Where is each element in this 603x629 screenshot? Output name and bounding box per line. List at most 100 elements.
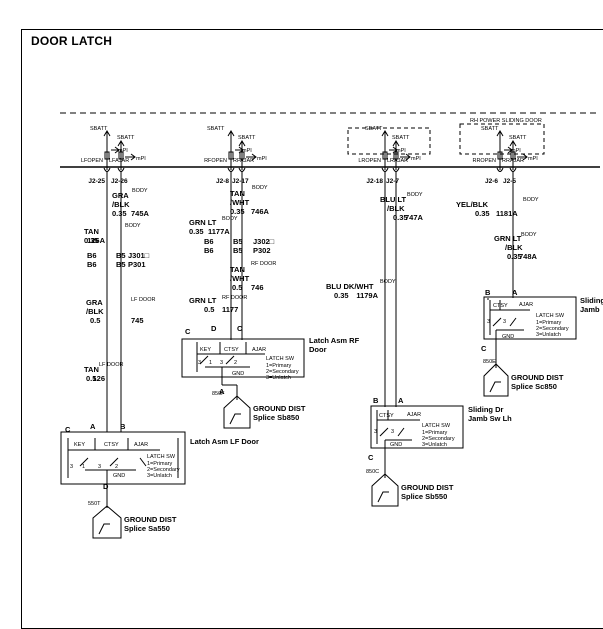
terminal-pin-icon	[238, 167, 246, 172]
circuit-label: 746	[251, 283, 264, 292]
mpi-label: mPI	[511, 148, 521, 154]
rr-supply-box	[459, 123, 545, 155]
wire-color-label: /BLK	[86, 307, 104, 316]
switch-position-label: 1=Primary	[147, 461, 172, 467]
circuit-label: 748A	[519, 252, 538, 261]
feed-label: LFOPEN	[81, 158, 103, 164]
wire-color-label: GRN LT	[189, 218, 217, 227]
ground-label: GROUND DIST	[401, 483, 454, 492]
signal-arrow-icon	[246, 153, 257, 161]
signal-arrow-icon	[235, 146, 244, 154]
door-label: RF DOOR	[251, 261, 276, 267]
wire-color-label: GRN LT	[189, 296, 217, 305]
feed-label: LFAJAR	[109, 158, 129, 164]
terminal-label: J2-26	[111, 178, 128, 185]
wire-gauge-label: 0.5	[232, 283, 242, 292]
pin-label: B5	[116, 260, 126, 269]
switch-position-label: 1=Primary	[536, 320, 561, 326]
mpi-label: mPI	[118, 148, 128, 154]
pin-label: C	[368, 453, 374, 462]
terminal-pin-icon	[509, 167, 517, 172]
circuit-label: 1177A	[208, 227, 230, 236]
latch-lf-box	[60, 431, 186, 508]
sbatt-label: SBATT	[509, 135, 527, 141]
wire-color-label: /BLK	[505, 243, 523, 252]
switch-position-label: 1=Primary	[266, 363, 291, 369]
latch-sw-label: LATCH SW	[422, 423, 451, 429]
wire-color-label: TAN	[84, 365, 99, 374]
feed-label: LRAJAR	[387, 158, 408, 164]
wire-gauge-label: 0.5	[86, 374, 96, 383]
splice-id-label: 850F	[212, 391, 225, 397]
wire-gauge-label: 0.35	[507, 252, 522, 261]
sbatt-arrow-icon	[509, 140, 517, 147]
latch-sw-label: LATCH SW	[266, 356, 295, 362]
signal-arrow-icon	[389, 146, 398, 154]
body-label: BODY	[125, 223, 141, 229]
splice-label: Splice Sb550	[401, 492, 447, 501]
component-label: Latch Asm RF	[309, 336, 360, 345]
terminal-label: J2-7	[386, 178, 399, 185]
rh-door-label: RH POWER SLIDING DOOR	[470, 118, 542, 124]
component-label: Sliding	[580, 296, 603, 305]
terminal-label: J2-6	[485, 178, 498, 185]
page-title: DOOR LATCH	[31, 34, 113, 48]
body-label: BODY	[252, 185, 268, 191]
ajar-label: AJAR	[519, 302, 533, 308]
contact-number: 3	[198, 360, 201, 366]
pin-label: B6	[204, 246, 214, 255]
signal-arrow-icon	[504, 146, 513, 154]
latch-sw-label: LATCH SW	[536, 313, 565, 319]
ground-label: GROUND DIST	[253, 404, 306, 413]
jamb-lh-box	[370, 405, 464, 478]
circuit-label: 747A	[405, 213, 424, 222]
wire-gauge-label: 0.35	[334, 291, 349, 300]
terminal-pin-icon	[381, 167, 389, 172]
terminal-pin-icon	[117, 167, 125, 172]
wire-color-label: BLU LT	[380, 195, 407, 204]
body-label: BODY	[407, 192, 423, 198]
wire-gauge-label: 0.5	[204, 305, 214, 314]
circuit-label: 746A	[251, 207, 270, 216]
contact-number: 3	[220, 360, 223, 366]
sbatt-arrow-icon	[238, 140, 246, 147]
door-label: RF DOOR	[222, 295, 247, 301]
gnd-label: GND	[232, 371, 244, 377]
ctsy-label: CTSY	[379, 413, 394, 419]
switch-position-label: 3=Unlatch	[422, 442, 447, 448]
pin-label: D	[211, 324, 217, 333]
door-label: LF DOOR	[99, 362, 123, 368]
switch-position-label: 2=Secondary	[422, 436, 455, 442]
contact-number: 1	[209, 360, 212, 366]
terminal-pin-icon	[392, 167, 400, 172]
wire-color-label: TAN	[84, 227, 99, 236]
switch-position-label: 3=Unlatch	[266, 375, 291, 381]
component-label: Jamb Sw Lh	[468, 414, 512, 423]
resistor-icon	[104, 151, 110, 160]
connector-label: J302□	[253, 237, 275, 246]
pin-label: B6	[204, 237, 214, 246]
wire-gauge-label: 0.35	[112, 209, 127, 218]
resistor-icon	[510, 151, 516, 160]
terminal-label: J2-17	[232, 178, 249, 185]
pin-label: A	[398, 396, 404, 405]
splice-label: Splice Sb850	[253, 413, 299, 422]
feed-label: RFOPEN	[204, 158, 227, 164]
mpi-label: mPI	[411, 156, 421, 162]
mpi-label: mPI	[257, 156, 267, 162]
contact-number: 1	[82, 464, 85, 470]
circuit-label: 1179A	[356, 291, 378, 300]
splice-id-label: 850E	[483, 359, 496, 365]
switch-position-label: 1=Primary	[422, 430, 447, 436]
wire-gauge-label: 0.35	[475, 209, 490, 218]
wire-color-label: YEL/BLK	[456, 200, 489, 209]
sbatt-label: SBATT	[481, 126, 499, 132]
contact-number: 3	[503, 319, 506, 325]
pin-label: A	[219, 387, 225, 396]
mpi-label: mPI	[136, 156, 146, 162]
connector-label: P302	[253, 246, 271, 255]
wire-color-label: TAN	[230, 189, 245, 198]
terminal-label: J2-8	[216, 178, 229, 185]
pin-label: C	[237, 324, 243, 333]
switch-position-label: 3=Unlatch	[536, 332, 561, 338]
